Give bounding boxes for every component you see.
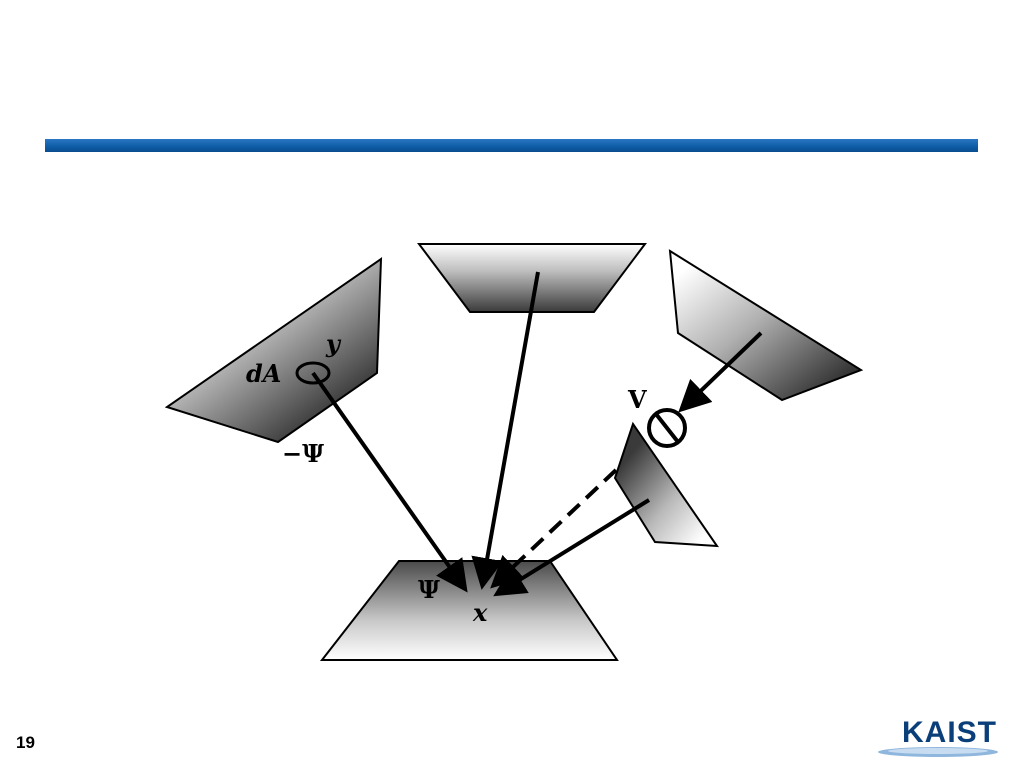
differential-area-ellipse: [295, 361, 331, 385]
label-x: x: [472, 598, 488, 627]
label-negative-psi: −Ψ: [282, 439, 324, 468]
slide-number: 19: [16, 733, 35, 752]
left-surface: [164, 257, 383, 444]
ray-from-right-surface: [678, 331, 763, 413]
top-surface: [417, 243, 647, 313]
occluded-ray-dashed: [490, 468, 618, 589]
logo-text: KAIST: [902, 716, 997, 749]
right-surface: [668, 249, 864, 402]
title-divider-bar: [45, 139, 978, 152]
label-psi: Ψ: [418, 575, 440, 604]
small-occluder-surface: [613, 421, 719, 548]
ray-from-small-surface: [493, 498, 651, 597]
ray-from-top-surface: [471, 271, 540, 590]
receiving-surface: [319, 560, 619, 661]
label-dA: dA: [246, 359, 281, 388]
blocked-visibility-icon: [647, 408, 687, 448]
label-visibility: V: [627, 385, 647, 414]
ray-from-left-surface: [311, 371, 468, 593]
kaist-logo: KAIST: [876, 716, 1000, 760]
label-y: y: [325, 329, 342, 358]
